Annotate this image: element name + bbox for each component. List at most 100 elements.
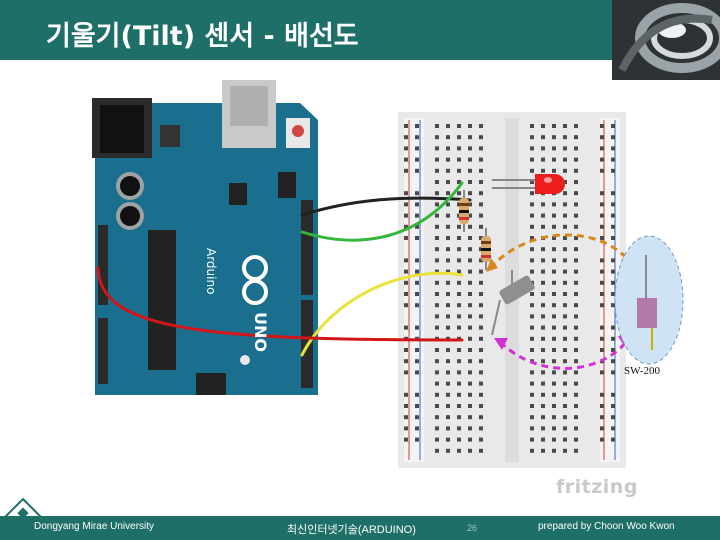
breadboard-hole <box>530 124 534 128</box>
breadboard-hole <box>541 448 545 453</box>
breadboard-hole <box>574 213 578 218</box>
breadboard-hole <box>530 348 534 352</box>
rail-hole <box>415 426 419 431</box>
breadboard-hole <box>468 202 472 207</box>
breadboard-hole <box>530 236 534 240</box>
breadboard-hole <box>541 303 545 308</box>
breadboard-hole <box>574 135 578 140</box>
breadboard-hole <box>446 157 450 162</box>
breadboard-hole <box>574 437 578 442</box>
breadboard-hole <box>530 314 534 319</box>
breadboard-hole <box>563 392 567 397</box>
breadboard-hole <box>479 280 483 285</box>
breadboard-hole <box>479 180 483 184</box>
breadboard-hole <box>541 224 545 229</box>
breadboard-hole <box>468 168 472 173</box>
footer-organization: Dongyang Mirae University <box>34 521 155 532</box>
breadboard-hole <box>435 426 439 431</box>
breadboard-hole <box>541 258 545 263</box>
breadboard-hole <box>468 213 472 218</box>
rail-hole <box>415 135 419 140</box>
rail-hole <box>600 336 604 341</box>
breadboard-hole <box>446 448 450 453</box>
breadboard-hole <box>552 224 556 229</box>
breadboard-hole <box>552 292 556 296</box>
breadboard-hole <box>530 258 534 263</box>
breadboard-hole <box>563 325 567 330</box>
breadboard-hole <box>530 325 534 330</box>
breadboard-hole <box>457 404 461 408</box>
breadboard-hole <box>552 426 556 431</box>
footer-bar: Dongyang Mirae University 최신인터넷기술(ARDUIN… <box>0 516 720 540</box>
breadboard-hole <box>541 392 545 397</box>
rail-hole <box>600 437 604 442</box>
breadboard-hole <box>552 381 556 386</box>
breadboard-hole <box>530 415 534 420</box>
breadboard-hole <box>435 348 439 352</box>
breadboard-hole <box>468 135 472 140</box>
breadboard-hole <box>574 258 578 263</box>
breadboard-hole <box>479 202 483 207</box>
breadboard-hole <box>446 381 450 386</box>
breadboard-hole <box>479 348 483 352</box>
breadboard-hole <box>552 280 556 285</box>
yellow-wire <box>300 271 464 357</box>
breadboard-hole <box>541 325 545 330</box>
breadboard-hole <box>479 336 483 341</box>
breadboard-hole <box>574 359 578 364</box>
breadboard-hole <box>435 191 439 196</box>
breadboard-hole <box>563 180 567 184</box>
breadboard-hole <box>468 247 472 252</box>
breadboard-hole <box>457 124 461 128</box>
breadboard-hole <box>457 292 461 296</box>
footer-author: prepared by Choon Woo Kwon <box>538 521 675 532</box>
breadboard-hole <box>457 135 461 140</box>
rail-hole <box>415 124 419 128</box>
breadboard-hole <box>563 381 567 386</box>
breadboard-hole <box>552 303 556 308</box>
breadboard-hole <box>468 124 472 128</box>
breadboard-hole <box>563 303 567 308</box>
rail-hole <box>404 258 408 263</box>
rail-hole <box>611 191 615 196</box>
breadboard-hole <box>574 392 578 397</box>
breadboard-hole <box>479 157 483 162</box>
breadboard-hole <box>446 168 450 173</box>
breadboard-hole <box>468 325 472 330</box>
rail-hole <box>600 370 604 375</box>
breadboard-hole <box>435 392 439 397</box>
breadboard-hole <box>552 135 556 140</box>
breadboard-hole <box>552 146 556 151</box>
breadboard-hole <box>563 168 567 173</box>
breadboard-hole <box>479 359 483 364</box>
breadboard-hole <box>457 348 461 352</box>
breadboard-hole <box>552 370 556 375</box>
breadboard-hole <box>435 224 439 229</box>
breadboard-hole <box>435 157 439 162</box>
breadboard-hole <box>435 213 439 218</box>
rail-hole <box>611 348 615 352</box>
breadboard-hole <box>541 404 545 408</box>
breadboard-hole <box>563 336 567 341</box>
breadboard-hole <box>563 292 567 296</box>
breadboard-hole <box>446 280 450 285</box>
breadboard-hole <box>530 135 534 140</box>
breadboard-hole <box>446 314 450 319</box>
breadboard-hole <box>457 191 461 196</box>
breadboard-hole <box>446 325 450 330</box>
breadboard-hole <box>435 325 439 330</box>
footer-course: 최신인터넷기술(ARDUINO) <box>287 524 416 536</box>
red-wire <box>96 266 464 342</box>
rail-hole <box>611 303 615 308</box>
rail-hole <box>600 157 604 162</box>
arduino-board <box>92 80 318 395</box>
breadboard-hole <box>552 437 556 442</box>
breadboard-hole <box>468 336 472 341</box>
rail-hole <box>600 303 604 308</box>
rail-hole <box>404 124 408 128</box>
rail-hole <box>611 336 615 341</box>
breadboard-hole <box>541 292 545 296</box>
rail-hole <box>415 168 419 173</box>
breadboard-hole <box>552 348 556 352</box>
rail-hole <box>611 213 615 218</box>
